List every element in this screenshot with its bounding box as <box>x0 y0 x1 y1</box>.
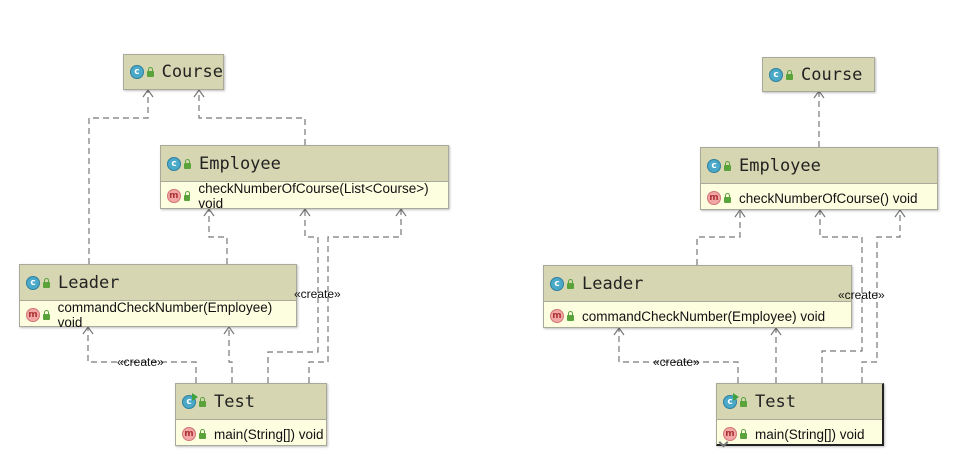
class-icon: c <box>769 67 783 82</box>
class-leader[interactable]: c Leader m commandCheckNumber(Employee) … <box>19 264 297 330</box>
class-icon: c <box>26 275 40 290</box>
lock-icon <box>199 396 206 407</box>
edge-test-employee-create-right <box>819 210 863 383</box>
method-row[interactable]: m commandCheckNumber(Employee) void <box>544 302 851 330</box>
lock-icon <box>567 311 574 321</box>
class-name: Test <box>214 391 255 412</box>
class-test[interactable]: c Test m main(String[]) void <box>175 383 327 446</box>
lock-icon <box>183 191 191 201</box>
runnable-class-icon: c <box>182 392 198 409</box>
method-row[interactable]: m checkNumberOfCourse(List<Course>) void <box>161 181 448 211</box>
method-signature: checkNumberOfCourse(List<Course>) void <box>198 181 429 211</box>
edge-label-create: «create» <box>294 287 341 301</box>
lock-icon <box>146 67 154 77</box>
lock-icon <box>567 278 574 289</box>
class-name: Employee <box>199 153 281 174</box>
method-icon: m <box>707 191 721 205</box>
method-signature: commandCheckNumber(Employee) void <box>57 300 273 330</box>
class-name: Course <box>161 62 223 82</box>
edge-test-leader-create-right <box>618 328 739 383</box>
class-name: Employee <box>739 155 821 176</box>
class-name: Leader <box>58 272 120 293</box>
class-icon: c <box>130 65 144 79</box>
method-row[interactable]: m checkNumberOfCourse() void <box>701 184 937 212</box>
method-signature: main(String[]) void <box>755 426 865 442</box>
method-icon: m <box>167 189 181 203</box>
runnable-class-icon: c <box>723 392 739 409</box>
edge-leader-course <box>88 90 149 264</box>
edge-leader-employee-right <box>696 210 741 265</box>
lock-icon <box>740 396 747 407</box>
class-icon: c <box>550 276 564 291</box>
class-course[interactable]: c Course <box>762 57 875 92</box>
method-row[interactable]: m main(String[]) void <box>717 420 882 448</box>
method-icon: m <box>550 309 564 323</box>
class-name: Leader <box>582 273 644 294</box>
method-icon: m <box>182 427 196 441</box>
method-icon: m <box>723 427 737 441</box>
lock-icon <box>786 69 793 80</box>
edge-test-employee <box>308 209 402 383</box>
method-row[interactable]: m commandCheckNumber(Employee) void <box>20 300 296 330</box>
lock-icon <box>724 160 731 171</box>
class-course[interactable]: c Course <box>123 54 224 90</box>
lock-icon <box>724 193 731 203</box>
edge-label-create: «create» <box>117 355 164 369</box>
edge-label-create: «create» <box>653 355 700 369</box>
edge-employee-course <box>198 90 306 145</box>
method-signature: main(String[]) void <box>214 426 324 442</box>
lock-icon <box>42 310 50 320</box>
class-employee[interactable]: c Employee m checkNumberOfCourse(List<Co… <box>160 145 449 211</box>
edge-test-leader <box>228 327 233 383</box>
edge-label-create: «create» <box>838 288 885 302</box>
edge-test-employee-create <box>267 209 319 383</box>
method-signature: checkNumberOfCourse() void <box>739 190 918 206</box>
class-name: Test <box>755 391 796 412</box>
lock-icon <box>740 429 747 439</box>
class-leader[interactable]: c Leader m commandCheckNumber(Employee) … <box>543 265 852 328</box>
class-test[interactable]: c Test m main(String[]) void <box>716 383 884 448</box>
class-name: Course <box>801 64 863 85</box>
edge-test-leader-create <box>87 327 197 383</box>
class-icon: c <box>167 156 181 171</box>
class-icon: c <box>707 158 721 173</box>
class-employee[interactable]: c Employee m checkNumberOfCourse() void <box>700 147 938 210</box>
lock-icon <box>199 429 206 439</box>
method-row[interactable]: m main(String[]) void <box>176 420 326 448</box>
method-signature: commandCheckNumber(Employee) void <box>582 308 826 324</box>
method-icon: m <box>26 308 40 322</box>
lock-icon <box>43 277 50 288</box>
lock-icon <box>184 158 191 169</box>
edge-leader-employee <box>208 209 228 264</box>
